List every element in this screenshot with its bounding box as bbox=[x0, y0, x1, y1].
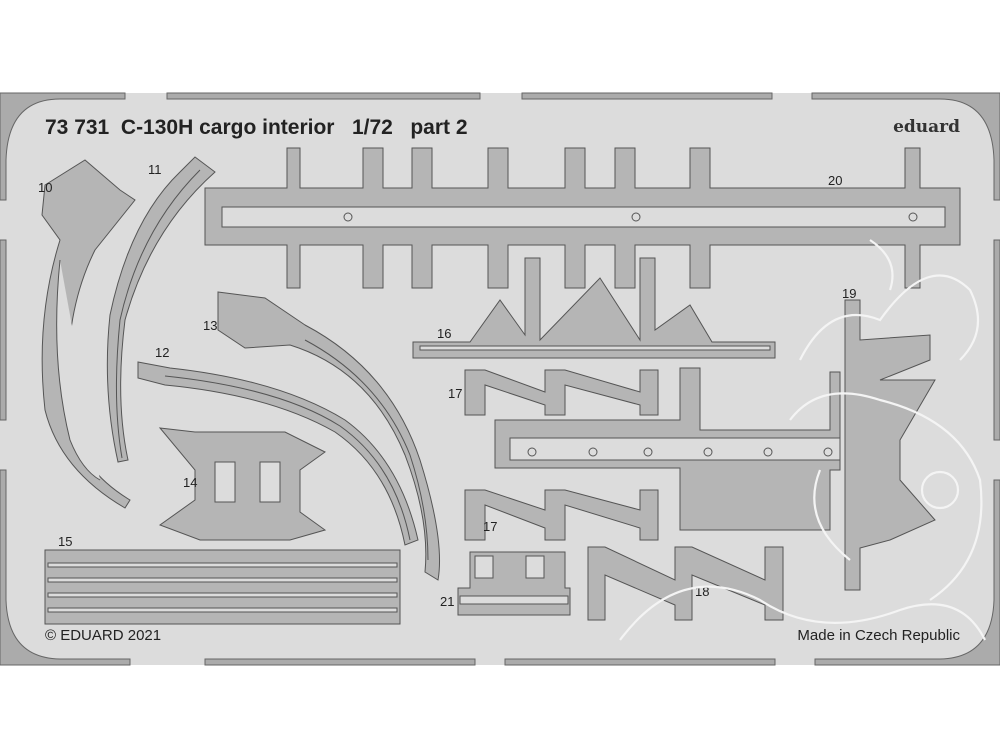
part-label-12: 12 bbox=[155, 345, 169, 360]
part-label-20: 20 bbox=[828, 173, 842, 188]
part-label-21: 21 bbox=[440, 594, 454, 609]
part-16: 16 bbox=[412, 257, 776, 359]
eduard-logo: eduard bbox=[893, 117, 960, 137]
part-14: 14 bbox=[158, 427, 327, 541]
part-10: 10 bbox=[38, 159, 136, 509]
part-19-rail bbox=[494, 367, 841, 531]
part-15: 15 bbox=[44, 534, 401, 625]
copyright-text: © EDUARD 2021 bbox=[45, 627, 161, 644]
part-21: 21 bbox=[440, 551, 571, 616]
part-label-14: 14 bbox=[183, 475, 197, 490]
part-12: 12 bbox=[137, 345, 419, 546]
part-20: 20 bbox=[204, 147, 961, 289]
part-label-13: 13 bbox=[203, 318, 217, 333]
sheet-title: 73 731 C-130H cargo interior 1/72 part 2 bbox=[45, 116, 468, 139]
sheet-frame bbox=[0, 92, 1000, 666]
part-label-15: 15 bbox=[58, 534, 72, 549]
part-label-11: 11 bbox=[148, 162, 162, 177]
origin-text: Made in Czech Republic bbox=[797, 627, 960, 644]
part-13: 13 bbox=[203, 291, 440, 581]
part-17-lower: 17 bbox=[464, 489, 659, 541]
part-19: 19 bbox=[842, 286, 936, 591]
part-11: 11 bbox=[106, 156, 216, 463]
part-17-upper: 17 bbox=[448, 369, 659, 416]
part-label-16: 16 bbox=[437, 326, 451, 341]
eduard-mascot-watermark bbox=[619, 239, 986, 641]
part-label-17-lower: 17 bbox=[483, 519, 497, 534]
part-label-10: 10 bbox=[38, 180, 52, 195]
part-label-17-upper: 17 bbox=[448, 386, 462, 401]
part-label-19: 19 bbox=[842, 286, 856, 301]
